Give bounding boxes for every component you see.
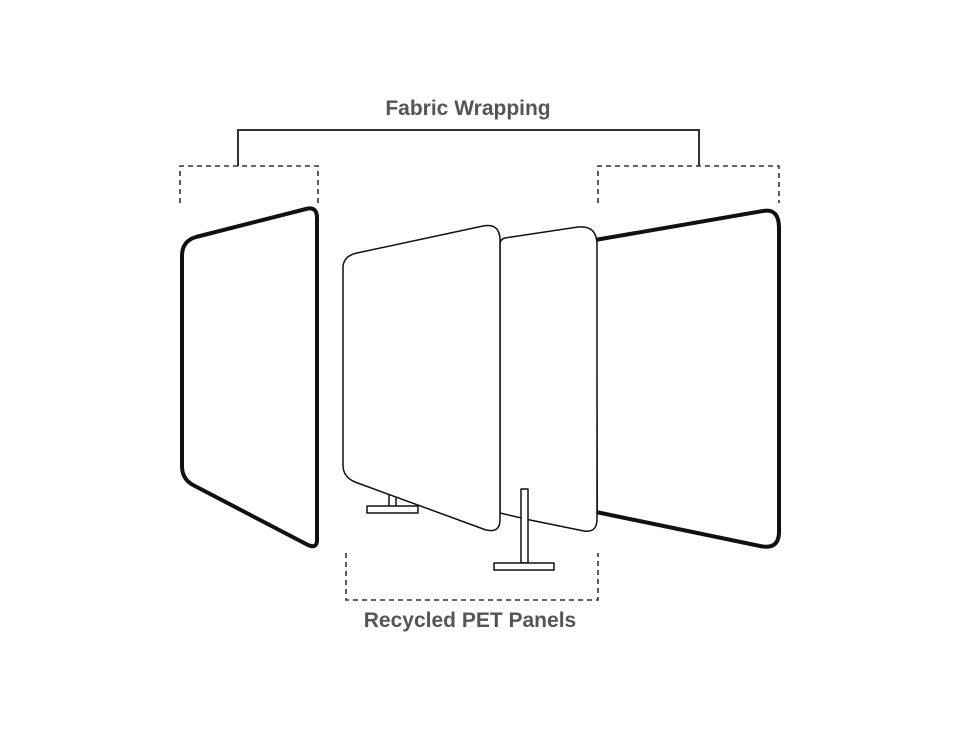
- front-foot-base: [366, 505, 419, 514]
- right-fabric-dashed-bracket: [597, 165, 780, 203]
- rear-foot-base: [493, 562, 555, 571]
- pet-panels-dashed-bracket: [345, 553, 599, 601]
- fabric-wrapping-label: Fabric Wrapping: [385, 97, 551, 120]
- pet-dashed-line: [345, 553, 599, 601]
- rear-pet-panel: [499, 226, 598, 532]
- rear-foot-post: [520, 488, 529, 564]
- recycled-pet-panels-label: Recycled PET Panels: [363, 609, 577, 632]
- front-pet-panel-group: [342, 224, 501, 532]
- rear-panel-foot: [493, 488, 555, 571]
- fabric-wrapping-bracket: [237, 129, 700, 166]
- left-fabric-dashed-bracket: [179, 165, 319, 203]
- right-dashed-line: [597, 165, 780, 203]
- left-fabric-panel: [180, 206, 319, 549]
- rear-pet-panel-group: [493, 226, 598, 571]
- fabric-bracket-line: [237, 129, 700, 166]
- front-pet-panel: [342, 224, 501, 532]
- right-fabric-panel: [593, 208, 781, 549]
- left-dashed-line: [179, 165, 319, 203]
